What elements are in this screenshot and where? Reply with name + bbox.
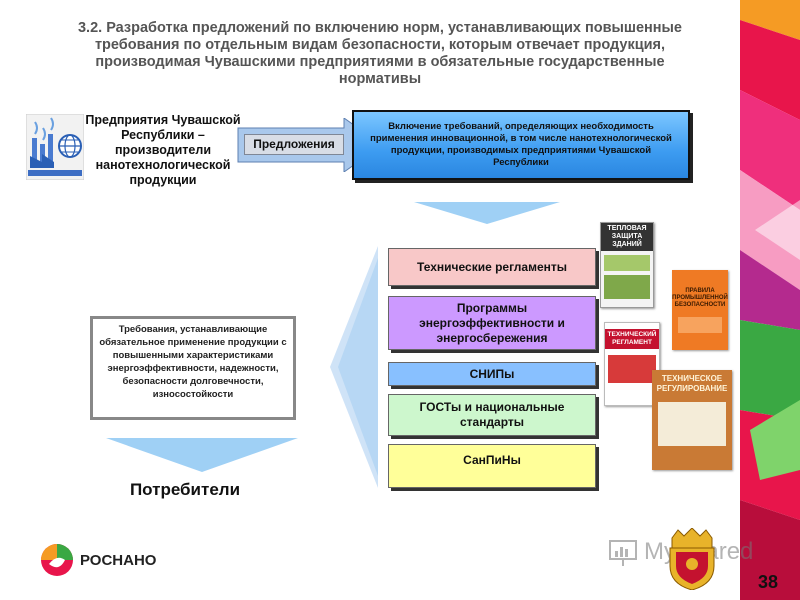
- book-thermal-protection: ТЕПЛОВАЯ ЗАЩИТА ЗДАНИЙ: [600, 222, 654, 308]
- down-arrow-top: [414, 202, 560, 224]
- standard-sanpin: СанПиНы: [388, 444, 596, 488]
- left-chevron-arrow: [330, 246, 378, 488]
- requirements-box: Требования, устанавливающие обязательное…: [90, 316, 296, 420]
- inclusion-box: Включение требований, определяющих необх…: [352, 110, 690, 180]
- standard-energy-programs: Программы энергоэффективности и энергосб…: [388, 296, 596, 350]
- slide-title: 3.2. Разработка предложений по включению…: [70, 20, 690, 88]
- rosnano-logo-icon: [40, 543, 74, 577]
- requirements-text: Требования, устанавливающие обязательное…: [99, 324, 286, 400]
- standard-snip: СНИПы: [388, 362, 596, 386]
- down-arrow-consumers: [106, 438, 298, 472]
- book-industrial-safety: ПРАВИЛА ПРОМЫШЛЕННОЙ БЕЗОПАСНОСТИ: [672, 270, 728, 350]
- standard-gost: ГОСТы и национальные стандарты: [388, 394, 596, 436]
- inclusion-text: Включение требований, определяющих необх…: [366, 121, 676, 169]
- presentation-icon: [608, 537, 640, 567]
- standard-tech-regulations: Технические регламенты: [388, 248, 596, 286]
- rosnano-logo-text: РОСНАНО: [80, 552, 156, 569]
- coat-of-arms-icon: [664, 528, 720, 590]
- book-tech-regulation-magazine: ТЕХНИЧЕСКОЕ РЕГУЛИРОВАНИЕ: [652, 370, 732, 470]
- decorative-side-stripe: [740, 0, 800, 600]
- offers-label: Предложения: [244, 134, 344, 155]
- company-label: Предприятия Чувашской Республики – произ…: [74, 113, 252, 188]
- consumers-label: Потребители: [110, 480, 260, 500]
- page-number: 38: [758, 572, 778, 593]
